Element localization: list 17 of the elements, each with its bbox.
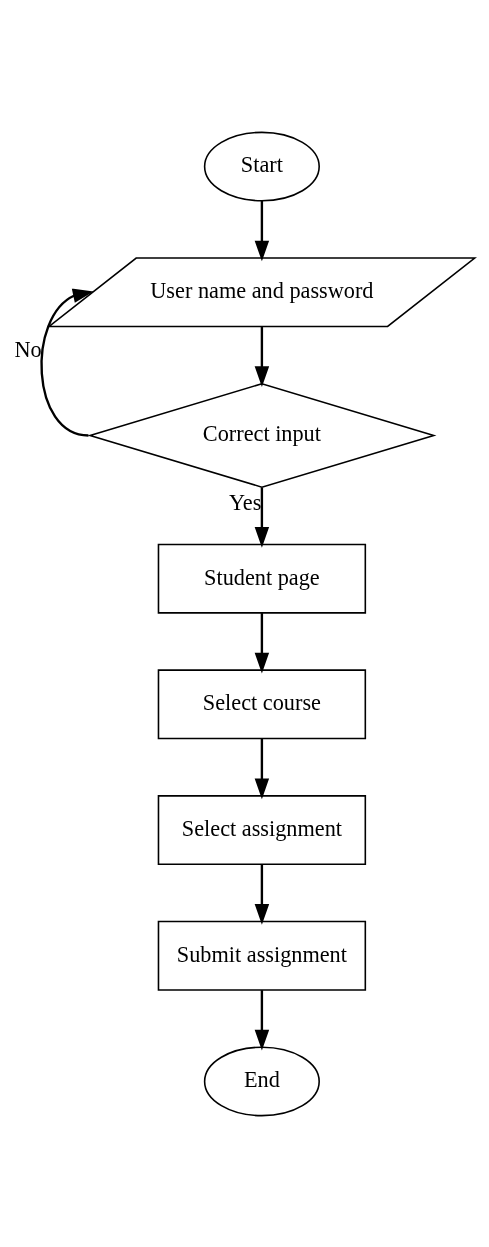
arrow (254, 200, 270, 261)
arrow (254, 738, 270, 799)
arrow (254, 612, 270, 673)
arrow (254, 989, 270, 1051)
edge-label: Yes (228, 489, 262, 515)
node-ellipse: Start (203, 131, 320, 202)
node-box: Select assignment (157, 794, 367, 865)
arrow (254, 487, 270, 548)
arrow (40, 288, 94, 437)
node-box: Select course (157, 668, 367, 739)
edge-label: No (14, 336, 42, 362)
node-box: Student page (157, 543, 367, 614)
node-diamond: Correct input (87, 382, 437, 488)
arrow (254, 326, 270, 387)
node-ellipse: End (203, 1045, 320, 1116)
node-box: Submit assignment (157, 920, 367, 991)
arrow (254, 863, 270, 925)
